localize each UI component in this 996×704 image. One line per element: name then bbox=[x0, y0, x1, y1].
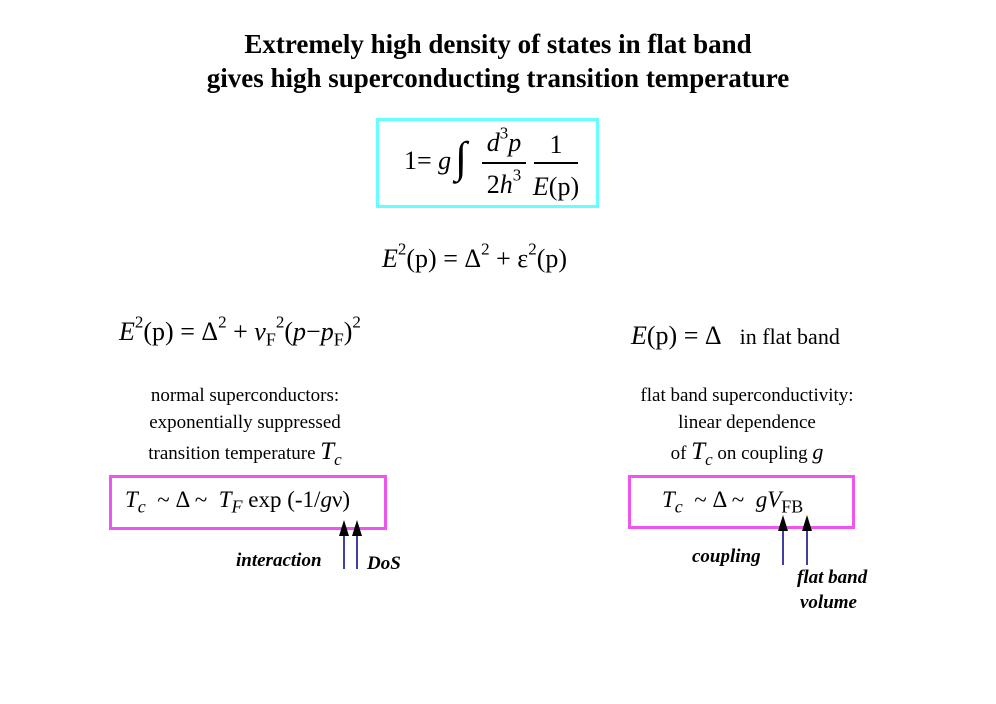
right-caption: flat band superconductivity: linear depe… bbox=[612, 382, 882, 469]
left-formula: Tc ~ Δ ~ TF exp (-1/gν) bbox=[125, 487, 351, 517]
right-caption-line-2: linear dependence bbox=[678, 412, 816, 433]
gap-eq-lhs: 1= g bbox=[404, 146, 452, 175]
interaction-label: interaction bbox=[236, 550, 322, 571]
coupling-arrow bbox=[778, 515, 788, 565]
volume-label: volume bbox=[800, 592, 857, 613]
fraction-bar-2 bbox=[534, 162, 578, 164]
right-formula-box bbox=[628, 475, 855, 529]
gap-eq-numerator: d3p bbox=[486, 123, 522, 157]
right-caption-line-3: of Tc on coupling g bbox=[670, 438, 824, 469]
dos-label: DoS bbox=[367, 553, 401, 574]
title-line-1: Extremely high density of states in flat… bbox=[244, 29, 752, 59]
left-caption-line-1: normal superconductors: bbox=[150, 385, 340, 406]
flat-band-volume-arrow bbox=[802, 515, 812, 565]
left-caption-line-3: transition temperature Tc bbox=[148, 438, 342, 469]
left-caption-line-2: exponentially suppressed bbox=[149, 412, 341, 433]
left-caption: normal superconductors: exponentially su… bbox=[110, 382, 380, 469]
interaction-arrow bbox=[339, 520, 349, 569]
fraction-bar-1 bbox=[482, 162, 526, 164]
title-line-2: gives high superconducting transition te… bbox=[206, 63, 790, 93]
integral-sign: ∫ bbox=[455, 133, 468, 182]
coupling-label: coupling bbox=[692, 546, 761, 567]
gap-eq-energy: E(p) bbox=[532, 172, 580, 201]
dos-arrow bbox=[352, 520, 362, 569]
spectrum-equation: E2(p) = Δ2 + ε2(p) bbox=[382, 239, 568, 273]
right-caption-line-1: flat band superconductivity: bbox=[640, 385, 854, 406]
right-formula: Tc ~ Δ ~ gVFB bbox=[662, 487, 804, 517]
flat-band-label: flat band bbox=[797, 567, 868, 588]
gap-eq-denominator: 2h3 bbox=[486, 165, 522, 199]
left-formula-box bbox=[109, 475, 387, 530]
gap-eq-one: 1 bbox=[549, 130, 563, 159]
normal-spectrum-equation: E2(p) = Δ2 + vF2(p−pF)2 bbox=[119, 312, 361, 350]
